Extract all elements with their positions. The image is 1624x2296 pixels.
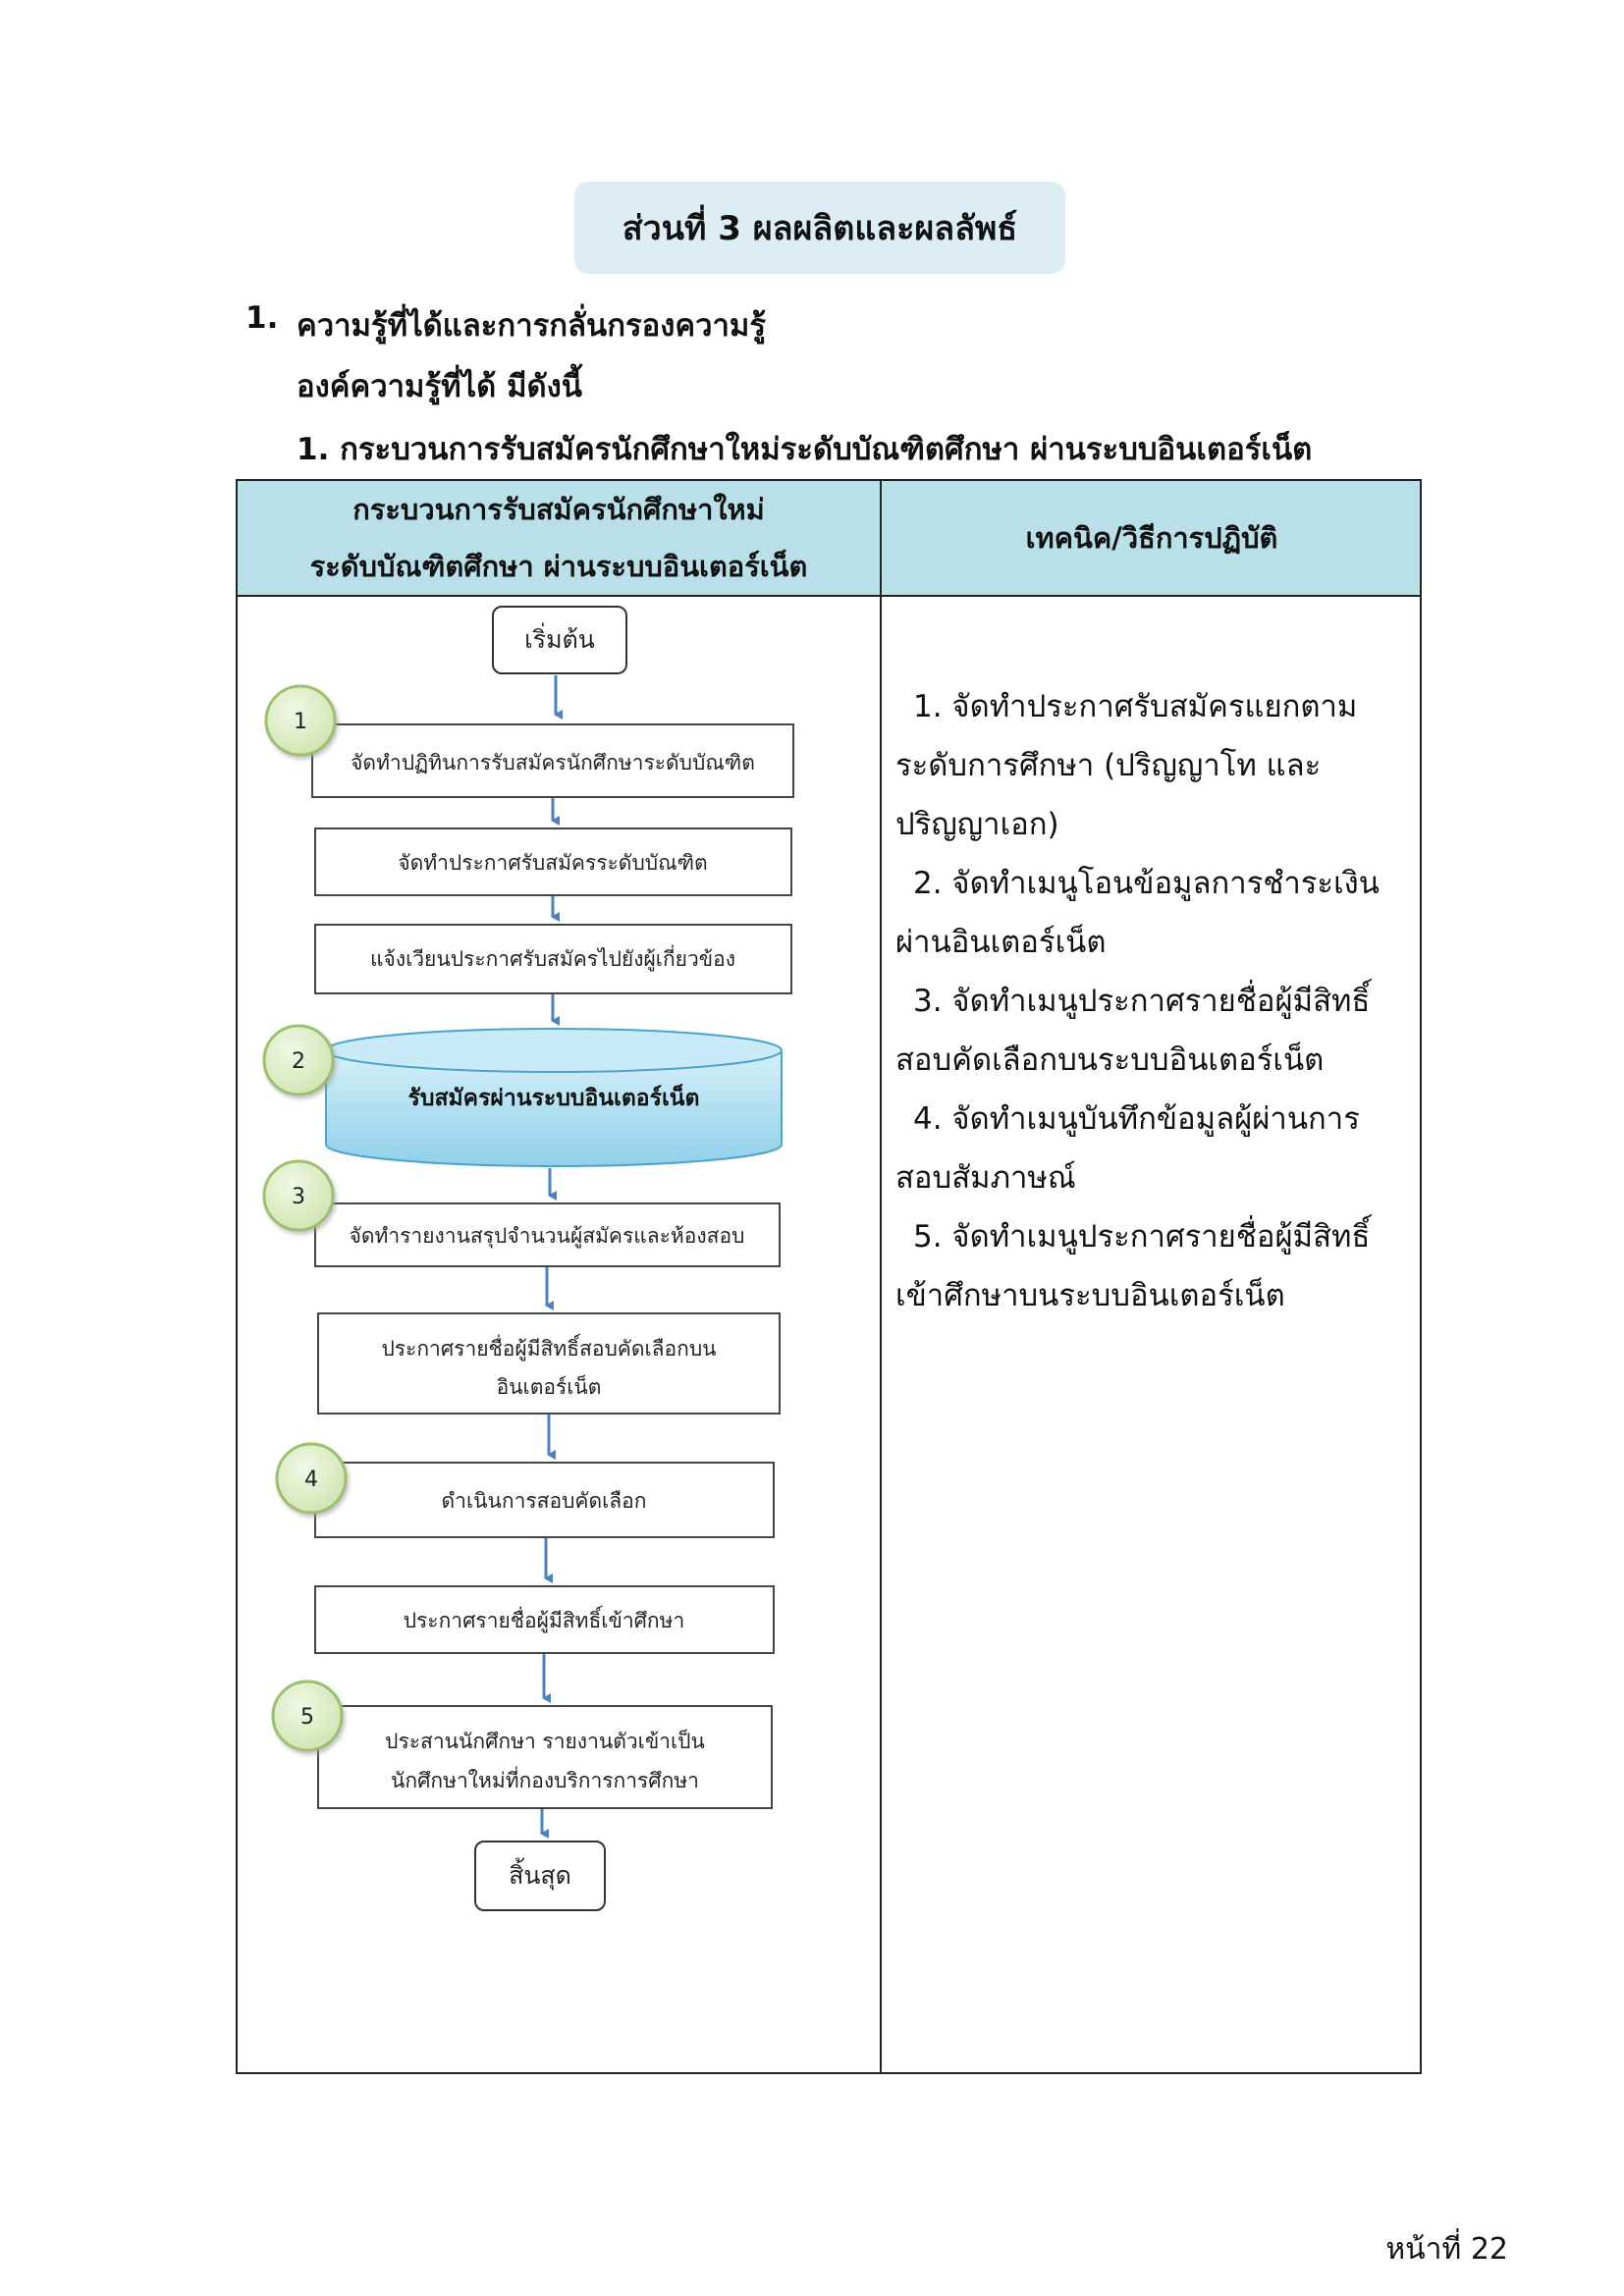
flowchart: เริ่มต้น สิ้นสุด จัดทำปฏิทินการรับสมัครน…	[262, 606, 794, 1911]
techniques-list: 1. จัดทำประกาศรับสมัครแยกตามระดับการศึกษ…	[895, 677, 1406, 1325]
marker-1: 1	[264, 684, 337, 757]
flow-arrows	[540, 675, 563, 1839]
step-9-text-line-2: นักศึกษาใหม่ที่กองบริการการศึกษา	[391, 1766, 699, 1792]
step-9-text-line-1: ประสานนักศึกษา รายงานตัวเข้าเป็น	[385, 1728, 705, 1753]
technique-2: 2. จัดทำเมนูโอนข้อมูลการชำระเงินผ่านอินเ…	[895, 866, 1380, 960]
marker-2: 2	[262, 1024, 335, 1096]
step-6-text-line-1: ประกาศรายชื่อผู้มีสิทธิ์สอบคัดเลือกบน	[381, 1333, 716, 1362]
step-8-box	[314, 1585, 775, 1654]
step-6-text-line-2: อินเตอร์เน็ต	[497, 1373, 602, 1399]
marker-5: 5	[271, 1680, 344, 1752]
col1-header-line-1: กระบวนการรับสมัครนักศึกษาใหม่	[352, 493, 765, 526]
page-number: หน้าที่ 22	[1385, 2232, 1508, 2267]
marker-3-label: 3	[292, 1185, 305, 1209]
technique-5: 5. จัดทำเมนูประกาศรายชื่อผู้มีสิทธิ์เข้า…	[895, 1219, 1371, 1313]
heading-1: ความรู้ที่ได้และการกลั่นกรองความรู้	[297, 308, 767, 344]
step-4-cylinder	[325, 1028, 783, 1167]
step-5-text: จัดทำรายงานสรุปจำนวนผู้สมัครและห้องสอบ	[350, 1224, 745, 1249]
step-1-box	[311, 723, 794, 798]
step-1-text: จัดทำปฏิทินการรับสมัครนักศึกษาระดับบัณฑิ…	[351, 751, 755, 774]
step-7-text: ดำเนินการสอบคัดเลือก	[442, 1489, 647, 1513]
technique-1: 1. จัดทำประกาศรับสมัครแยกตามระดับการศึกษ…	[895, 689, 1358, 842]
start-terminal	[492, 606, 627, 674]
step-9-box	[317, 1705, 773, 1809]
start-label: เริ่มต้น	[524, 622, 595, 654]
section-title-banner: ส่วนที่ 3 ผลผลิตและผลลัพธ์	[574, 182, 1065, 274]
table-header-row	[238, 481, 1420, 597]
col2-header-text: เทคนิค/วิธีการปฏิบัติ	[1025, 521, 1278, 555]
process-table: กระบวนการรับสมัครนักศึกษาใหม่ ระดับบัณฑิ…	[236, 479, 1422, 2074]
marker-5-label: 5	[300, 1705, 314, 1730]
step-5-box	[314, 1202, 781, 1267]
heading-2: องค์ความรู้ที่ได้ มีดังนี้	[297, 369, 582, 404]
step-2-text: จัดทำประกาศรับสมัครระดับบัณฑิต	[398, 851, 707, 875]
col2-header: เทคนิค/วิธีการปฏิบัติ	[882, 481, 1422, 595]
step-3-box	[314, 924, 792, 994]
col1-header-line-2: ระดับบัณฑิตศึกษา ผ่านระบบอินเตอร์เน็ต	[309, 550, 808, 583]
step-4-text: รับสมัครผ่านระบบอินเตอร์เน็ต	[408, 1083, 700, 1111]
heading-1-number: 1.	[245, 300, 279, 336]
end-terminal	[474, 1841, 606, 1911]
marker-4: 4	[275, 1442, 348, 1515]
heading-3: 1. กระบวนการรับสมัครนักศึกษาใหม่ระดับบัณ…	[297, 432, 1313, 467]
marker-2-label: 2	[292, 1049, 305, 1074]
step-2-box	[314, 828, 792, 896]
end-label: สิ้นสุด	[509, 1857, 571, 1891]
marker-1-label: 1	[294, 710, 307, 734]
section-title: ส่วนที่ 3 ผลผลิตและผลลัพธ์	[622, 209, 1018, 248]
table-column-divider	[880, 481, 882, 2072]
step-6-box	[317, 1312, 781, 1415]
col1-header: กระบวนการรับสมัครนักศึกษาใหม่ ระดับบัณฑิ…	[238, 481, 880, 595]
step-7-box	[314, 1462, 775, 1538]
marker-3: 3	[262, 1159, 335, 1232]
technique-3: 3. จัดทำเมนูประกาศรายชื่อผู้มีสิทธิ์สอบค…	[895, 984, 1371, 1078]
step-8-text: ประกาศรายชื่อผู้มีสิทธิ์เข้าศึกษา	[404, 1605, 685, 1633]
technique-4: 4. จัดทำเมนูบันทึกข้อมูลผู้ผ่านการสอบสัม…	[895, 1101, 1360, 1196]
step-3-text: แจ้งเวียนประกาศรับสมัครไปยังผู้เกี่ยวข้อ…	[370, 944, 735, 972]
marker-4-label: 4	[304, 1468, 318, 1492]
